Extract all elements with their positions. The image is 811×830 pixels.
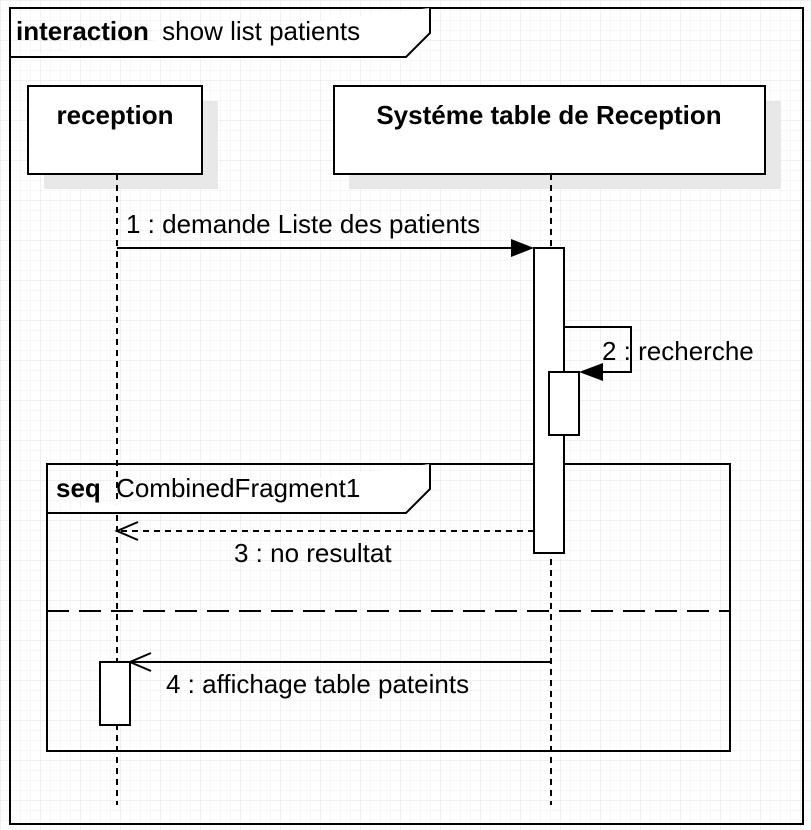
message-4-arrowhead: [127, 652, 152, 672]
message-1-label: 1 : demande Liste des patients: [126, 209, 480, 239]
message-2-label: 2 : recherche: [602, 336, 754, 366]
lifeline-reception-label: reception: [56, 100, 173, 130]
activation-reception[interactable]: [99, 661, 131, 726]
lifeline-systeme-head[interactable]: [333, 85, 766, 175]
interaction-frame-title: interaction show list patients: [16, 16, 360, 46]
interaction-frame-tab: [10, 8, 431, 58]
combined-fragment-tab: [47, 464, 431, 514]
message-1-arrowhead: [511, 239, 534, 257]
message-2-line[interactable]: [564, 326, 632, 373]
message-3-arrowhead: [114, 521, 139, 541]
interaction-frame[interactable]: [9, 7, 804, 825]
combined-fragment-title: seq CombinedFragment1: [56, 473, 360, 503]
lifeline-reception-head[interactable]: [27, 85, 203, 175]
lifeline-systeme-label: Systéme table de Reception: [376, 100, 721, 130]
combined-fragment[interactable]: [46, 463, 731, 752]
message-2-arrowhead: [579, 363, 603, 381]
message-4-label: 4 : affichage table pateints: [166, 669, 469, 699]
fragment-operator: seq: [56, 473, 101, 503]
message-3-label: 3 : no resultat: [234, 538, 392, 568]
activation-systeme-self[interactable]: [548, 371, 580, 436]
fragment-name: CombinedFragment1: [116, 473, 360, 503]
interaction-name: show list patients: [162, 16, 360, 46]
interaction-keyword: interaction: [16, 16, 149, 46]
